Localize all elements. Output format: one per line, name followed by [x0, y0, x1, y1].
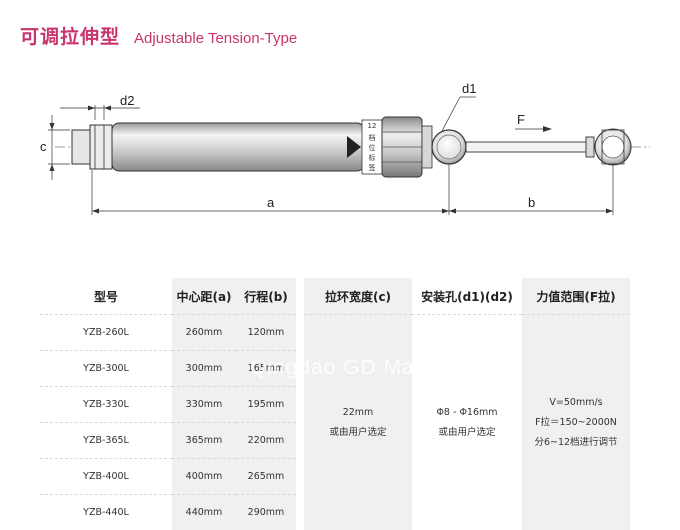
force-range-value: F拉＝150~2000N [523, 413, 629, 433]
header-stroke: 行程(b) [236, 278, 296, 315]
ring-width-cell: 22mm 或由用户选定 [304, 315, 412, 530]
spec-table-header: 型号 中心距(a) 行程(b) 拉环宽度(c) 安装孔(d1)(d2) 力值范围… [40, 278, 630, 315]
svg-text:12: 12 [368, 122, 377, 130]
rod-end-collar [586, 137, 594, 157]
label-d1: d1 [462, 81, 476, 96]
force-speed: V=50mm/s [523, 393, 629, 413]
header-model: 型号 [40, 278, 172, 315]
title-en: Adjustable Tension-Type [134, 30, 297, 47]
stroke-cell: 265mm [236, 459, 296, 495]
model-cell: YZB-365L [40, 423, 172, 459]
stroke-cell: 220mm [236, 423, 296, 459]
watermark: Qingdao GD Mac [250, 356, 426, 380]
mounting-hole-value: Φ8 - Φ16mm [413, 403, 521, 423]
header-mounting-hole: 安装孔(d1)(d2) [412, 278, 522, 315]
svg-text:档: 档 [369, 133, 376, 142]
header-force-range: 力值范围(F拉) [522, 278, 630, 315]
model-cell: YZB-300L [40, 351, 172, 387]
mounting-hole-note: 或由用户选定 [413, 423, 521, 443]
model-cell: YZB-330L [40, 387, 172, 423]
label-d2: d2 [120, 93, 134, 108]
left-end-neck [90, 125, 112, 169]
page-title: 可调拉伸型 Adjustable Tension-Type [20, 22, 297, 49]
stroke-cell: 290mm [236, 495, 296, 530]
gas-spring-drawing: 12 档 位 标 签 d2 c d1 F a b [0, 60, 680, 230]
model-cell: YZB-260L [40, 315, 172, 351]
svg-text:位: 位 [369, 143, 376, 152]
spec-table: 型号 中心距(a) 行程(b) 拉环宽度(c) 安装孔(d1)(d2) 力值范围… [40, 278, 630, 530]
center-distance-cell: 440mm [172, 495, 236, 530]
header-center-distance: 中心距(a) [172, 278, 236, 315]
model-cell: YZB-400L [40, 459, 172, 495]
label-c: c [40, 139, 47, 154]
force-range-cell: V=50mm/s F拉＝150~2000N 分6~12档进行调节 [522, 315, 630, 530]
center-distance-cell: 300mm [172, 351, 236, 387]
label-f: F [517, 112, 525, 127]
mounting-hole-cell: Φ8 - Φ16mm 或由用户选定 [412, 315, 522, 530]
force-adjust-note: 分6~12档进行调节 [523, 433, 629, 453]
center-distance-cell: 400mm [172, 459, 236, 495]
svg-text:标: 标 [369, 153, 376, 162]
stroke-cell: 120mm [236, 315, 296, 351]
center-distance-cell: 330mm [172, 387, 236, 423]
header-ring-width: 拉环宽度(c) [304, 278, 412, 315]
knob-label: 12 档 位 标 签 [368, 122, 377, 172]
center-distance-cell: 365mm [172, 423, 236, 459]
label-a: a [267, 195, 275, 210]
label-b: b [528, 195, 535, 210]
table-row: YZB-260L 260mm 120mm 22mm 或由用户选定 Φ8 - Φ1… [40, 315, 630, 351]
model-cell: YZB-440L [40, 495, 172, 530]
svg-text:签: 签 [369, 163, 376, 172]
cylinder-body [112, 123, 364, 171]
title-cn: 可调拉伸型 [20, 22, 120, 49]
ring-width-value: 22mm [305, 403, 411, 423]
center-distance-cell: 260mm [172, 315, 236, 351]
left-end-fitting [72, 130, 92, 164]
piston-rod [466, 142, 588, 152]
ring-width-note: 或由用户选定 [305, 423, 411, 443]
stroke-cell: 195mm [236, 387, 296, 423]
